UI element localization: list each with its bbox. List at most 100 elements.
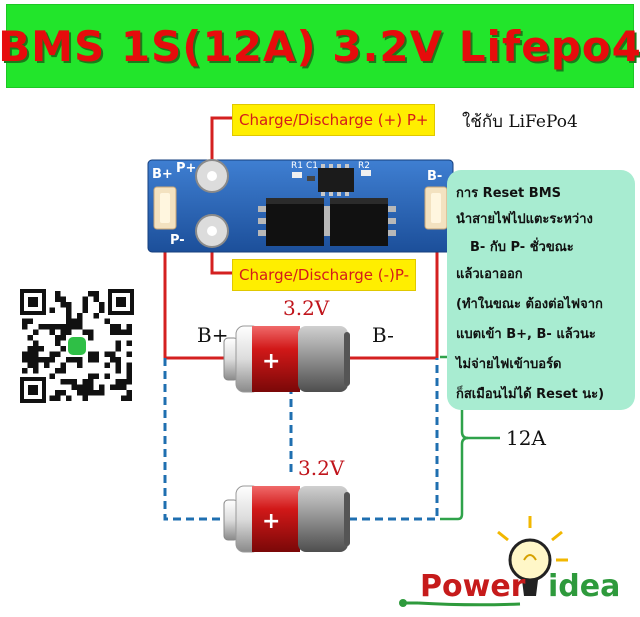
qr-module bbox=[55, 395, 61, 401]
qr-module bbox=[77, 362, 83, 368]
qr-module bbox=[71, 324, 77, 330]
qr-module bbox=[49, 373, 55, 379]
qr-module bbox=[55, 335, 61, 341]
qr-module bbox=[60, 362, 66, 368]
qr-module bbox=[121, 379, 127, 385]
qr-module bbox=[126, 373, 132, 379]
qr-module bbox=[126, 368, 132, 374]
title-banner: BMS 1S(12A) 3.2V Lifepo4 bbox=[0, 4, 640, 88]
qr-module bbox=[22, 324, 28, 330]
qr-module bbox=[88, 335, 94, 341]
bms-board: B+ P+ P- B- R1 C1 R2 bbox=[147, 159, 454, 253]
battery-bottom: + bbox=[223, 485, 350, 553]
qr-module bbox=[55, 351, 61, 357]
qr-module bbox=[93, 357, 99, 363]
logo-word-idea: idea bbox=[548, 569, 620, 604]
qr-module bbox=[115, 340, 121, 346]
qr-module bbox=[27, 351, 33, 357]
use-with-text: ใช้กับ LiFePo4 bbox=[462, 112, 578, 132]
qr-module bbox=[115, 329, 121, 335]
qr-module bbox=[27, 362, 33, 368]
battery-b-plus-label: B+ bbox=[197, 323, 229, 347]
qr-module bbox=[126, 362, 132, 368]
qr-module bbox=[77, 384, 83, 390]
qr-module bbox=[44, 357, 50, 363]
qr-module bbox=[38, 357, 44, 363]
qr-module bbox=[55, 324, 61, 330]
qr-module bbox=[110, 329, 116, 335]
qr-module bbox=[115, 362, 121, 368]
qr-module bbox=[88, 384, 94, 390]
qr-module bbox=[88, 351, 94, 357]
qr-module bbox=[55, 390, 61, 396]
qr-module bbox=[60, 329, 66, 335]
qr-module bbox=[38, 324, 44, 330]
qr-module bbox=[66, 329, 72, 335]
qr-module bbox=[49, 307, 55, 313]
battery-b-minus-label: B- bbox=[372, 323, 394, 347]
qr-module bbox=[99, 390, 105, 396]
qr-module bbox=[110, 324, 116, 330]
qr-module bbox=[99, 307, 105, 313]
qr-module bbox=[126, 351, 132, 357]
qr-module bbox=[126, 379, 132, 385]
qr-module bbox=[88, 390, 94, 396]
qr-module bbox=[66, 307, 72, 313]
qr-module bbox=[93, 351, 99, 357]
qr-module bbox=[49, 324, 55, 330]
qr-module bbox=[82, 302, 88, 308]
qr-module bbox=[121, 395, 127, 401]
board-b-minus: B- bbox=[427, 169, 442, 184]
qr-module bbox=[99, 384, 105, 390]
qr-module bbox=[104, 351, 110, 357]
qr-module bbox=[115, 379, 121, 385]
qr-module bbox=[33, 346, 39, 352]
qr-module bbox=[77, 357, 83, 363]
qr-module bbox=[60, 379, 66, 385]
qr-module bbox=[115, 324, 121, 330]
qr-module bbox=[60, 390, 66, 396]
qr-module bbox=[71, 379, 77, 385]
qr-module bbox=[33, 362, 39, 368]
power-idea-logo: Power idea bbox=[399, 516, 620, 607]
qr-module bbox=[77, 318, 83, 324]
battery-bottom-plus-sign: + bbox=[262, 509, 280, 534]
qr-module bbox=[121, 329, 127, 335]
battery-top: + bbox=[223, 325, 350, 393]
qr-module bbox=[22, 357, 28, 363]
qr-module bbox=[55, 368, 61, 374]
qr-module bbox=[66, 357, 72, 363]
battery-top-plus-sign: + bbox=[262, 349, 280, 374]
voltage-top: 3.2V bbox=[283, 296, 330, 320]
qr-module bbox=[104, 318, 110, 324]
board-p-minus: P- bbox=[170, 233, 185, 248]
qr-module bbox=[27, 318, 33, 324]
qr-module bbox=[27, 357, 33, 363]
qr-module bbox=[126, 340, 132, 346]
voltage-bottom: 3.2V bbox=[298, 456, 345, 480]
qr-module bbox=[110, 357, 116, 363]
qr-module bbox=[82, 379, 88, 385]
blue-dashed-wires bbox=[163, 358, 439, 521]
qr-module bbox=[88, 357, 94, 363]
qr-module bbox=[66, 379, 72, 385]
qr-module bbox=[60, 324, 66, 330]
qr-module bbox=[60, 335, 66, 341]
qr-module bbox=[71, 318, 77, 324]
qr-module bbox=[93, 291, 99, 297]
qr-module bbox=[60, 302, 66, 308]
qr-module bbox=[60, 296, 66, 302]
qr-module bbox=[126, 329, 132, 335]
reset-note bbox=[447, 170, 635, 410]
qr-module bbox=[22, 368, 28, 374]
qr-module bbox=[66, 395, 72, 401]
qr-module bbox=[49, 329, 55, 335]
note-line-6: แบตเข้า B+, B- แล้วนะ bbox=[456, 327, 596, 342]
qr-module bbox=[60, 346, 66, 352]
qr-module bbox=[49, 351, 55, 357]
logo-word-power: Power bbox=[420, 569, 526, 604]
qr-module bbox=[104, 362, 110, 368]
qr-module bbox=[88, 373, 94, 379]
board-r2: R2 bbox=[358, 161, 370, 171]
qr-module bbox=[49, 357, 55, 363]
